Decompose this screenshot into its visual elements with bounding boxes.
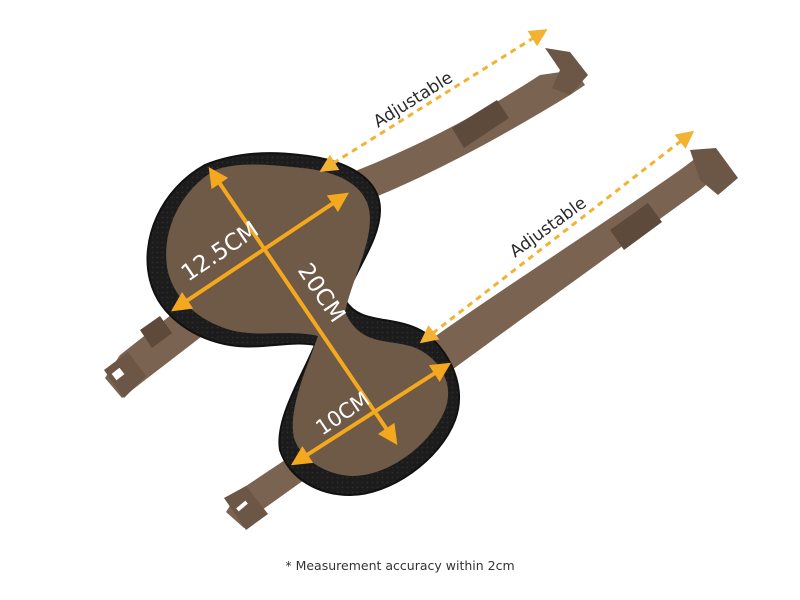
measurement-footnote: * Measurement accuracy within 2cm	[285, 558, 515, 573]
upper-strap-adjustable-label: Adjustable	[370, 68, 457, 132]
knee-pad	[146, 152, 461, 497]
lower-strap	[430, 148, 738, 375]
